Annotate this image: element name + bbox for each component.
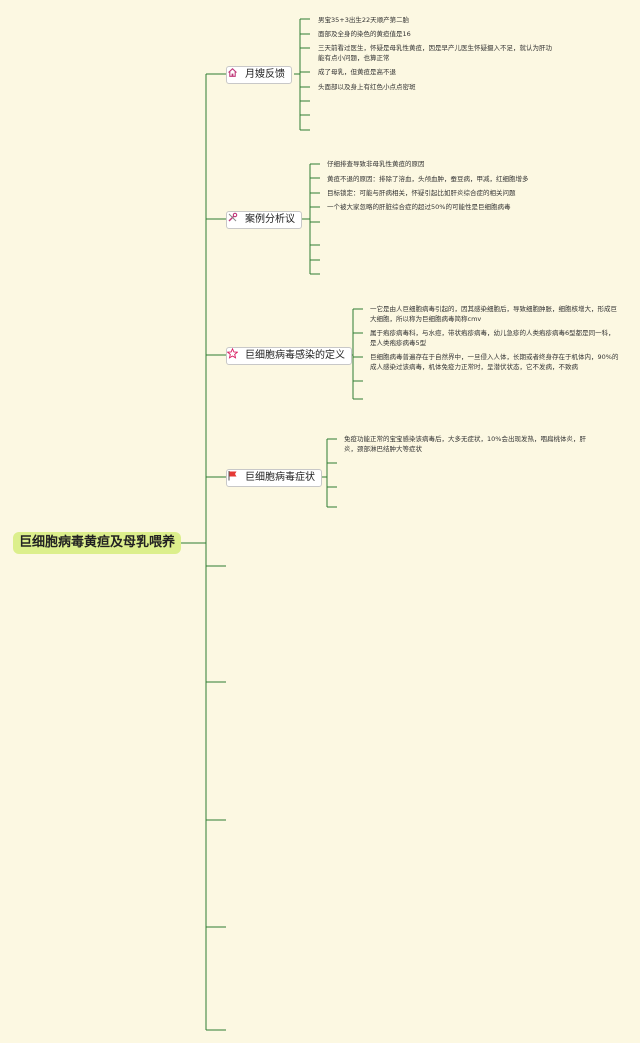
leaf-item: 巨细胞病毒普遍存在于自然界中，一旦侵入人体，长期或者终身存在于机体内，90%的成… xyxy=(370,353,619,371)
leaf-item: 三天前看过医生，怀疑是母乳性黄疸，因是早产儿医生怀疑摄入不足，就认为肝功能有点小… xyxy=(318,44,552,62)
leaf-item: 免疫功能正常的宝宝感染该病毒后，大多无症状，10%会出现发热，咽扁桃体炎，肝炎，… xyxy=(344,435,586,453)
leaf-item: 男宝35+3出生22天顺产第二胎 xyxy=(318,16,410,24)
branch-title: 案例分析议 xyxy=(245,214,295,225)
leaf-item: 目标锁定：可能与肝病相关，怀疑引起比如肝炎综合症的相关问题 xyxy=(327,189,516,197)
branch-node-cmv-definition[interactable]: 巨细胞病毒感染的定义 xyxy=(226,347,352,365)
tools-icon xyxy=(228,212,242,226)
root-node[interactable]: 巨细胞病毒黄疸及母乳喂养 xyxy=(13,532,182,554)
branch-node-case-analysis[interactable]: 案例分析议 xyxy=(226,211,302,229)
leaf-item: 成了母乳，但黄疸是高不退 xyxy=(318,68,396,76)
leaf-item: 面部及全身的染色的黄疸值是16 xyxy=(318,30,411,38)
leaf-item: 黄疸不退的原因：排除了溶血，头颅血肿，蚕豆病，甲减，红细胞增多 xyxy=(327,175,529,183)
leaf-item: 一个被大家忽略的肝脏综合症的超过50%的可能性是巨细胞病毒 xyxy=(327,203,511,211)
leaf-item: 仔细排查导致非母乳性黄疸的原因 xyxy=(327,160,425,168)
leaf-item: 属于疱疹病毒科，与水痘，带状疱疹病毒，幼儿急疹的人类疱疹病毒6型都是同一科，是人… xyxy=(370,329,615,347)
house-icon xyxy=(228,68,242,81)
branch-title: 巨细胞病毒感染的定义 xyxy=(245,350,345,361)
branch-node-cmv-symptoms[interactable]: 巨细胞病毒症状 xyxy=(226,469,322,487)
branch-node-yuesao-feedback[interactable]: 月嫂反馈 xyxy=(226,66,292,84)
star-icon xyxy=(227,348,242,362)
branch-title: 巨细胞病毒症状 xyxy=(245,472,315,483)
flag-icon xyxy=(228,471,242,484)
leaf-item: 一它是由人巨细胞病毒引起的，因其感染细胞后，导致细胞肿胀，细胞核增大，形成巨大细… xyxy=(370,305,617,323)
root-title: 巨细胞病毒黄疸及母乳喂养 xyxy=(19,535,176,550)
leaf-item: 头面部以及身上有红色小点点密斑 xyxy=(318,83,416,91)
branch-title: 月嫂反馈 xyxy=(245,69,285,80)
